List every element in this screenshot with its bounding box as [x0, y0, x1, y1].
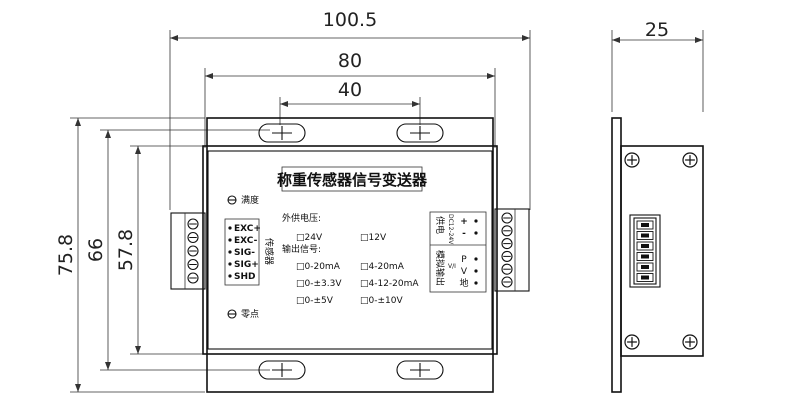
terminal-cell-opening — [641, 265, 649, 269]
sensor-pin-exc-plus: EXC+ — [234, 224, 261, 234]
terminal-cell-opening — [641, 233, 649, 238]
sensor-pin-sig-plus: SIG+ — [234, 260, 259, 270]
analog-pin-ground: 地 — [459, 277, 468, 289]
panel-inner-border — [207, 150, 493, 350]
dim-body-height: 57.8 — [115, 229, 137, 271]
sensor-pin-box — [224, 218, 260, 286]
power-pin-minus: - — [462, 229, 466, 239]
dimension-lines — [70, 30, 704, 393]
sensor-pin-sig-minus: SIG- — [234, 248, 255, 258]
sensor-pin-dots — [228, 226, 232, 278]
zero-adjuster — [227, 309, 237, 319]
terminal-cell-opening — [641, 223, 649, 227]
dim-overall-width: 100.5 — [323, 9, 377, 31]
right-terminal-block — [494, 208, 530, 292]
sensor-pin-shd: SHD — [234, 272, 256, 282]
analog-pin-p: P — [461, 255, 467, 265]
side-terminal-cells — [636, 220, 654, 282]
output-0-5v: □0-±5V — [296, 296, 334, 306]
span-adjuster — [227, 195, 237, 205]
terminal-cell-opening — [641, 244, 649, 248]
side-terminal-strip — [629, 214, 661, 288]
supply-label: 外供电压: — [282, 212, 321, 224]
terminal-cell-opening — [641, 254, 649, 259]
output-0-20ma: □0-20mA — [296, 262, 341, 272]
slot-hole-bottom-right — [396, 360, 444, 380]
span-label: 满度 — [241, 194, 259, 206]
output-4-20ma: □4-20mA — [360, 262, 405, 272]
zero-label: 零点 — [241, 309, 259, 320]
output-4-12-20ma: □4-12-20mA — [360, 279, 419, 289]
analog-sub-label: V/I — [448, 263, 456, 270]
power-pin-plus: + — [460, 217, 468, 227]
power-vertical-label: 供电 — [434, 216, 446, 234]
panel-title: 称重传感器信号变送器 — [277, 171, 428, 189]
output-0-3v3: □0-±3.3V — [296, 279, 342, 289]
transmitter-body — [202, 145, 498, 355]
sensor-vertical-label: 传感器 — [263, 238, 275, 265]
supply-24v: □24V — [296, 233, 323, 243]
side-screw-top-left — [624, 152, 640, 168]
dim-depth: 25 — [645, 19, 669, 41]
power-voltage-label: DC12-24V — [447, 214, 454, 245]
side-view-plate — [611, 117, 622, 393]
supply-12v: □12V — [360, 233, 387, 243]
right-terminal-screws — [501, 212, 513, 288]
right-connector-box — [429, 211, 487, 293]
right-connector-dots — [474, 219, 478, 285]
side-screw-bottom-right — [682, 334, 698, 350]
dim-hole-spacing: 40 — [338, 79, 362, 101]
side-screw-bottom-left — [624, 334, 640, 350]
sensor-pin-exc-minus: EXC- — [234, 236, 258, 246]
side-screw-top-right — [682, 152, 698, 168]
mounting-plate — [206, 117, 494, 393]
dim-body-width: 80 — [338, 50, 362, 72]
output-0-10v: □0-±10V — [360, 296, 403, 306]
slot-hole-top-left — [258, 123, 306, 143]
slot-hole-top-right — [396, 123, 444, 143]
analog-pin-v: V — [461, 267, 468, 277]
slot-hole-bottom-left — [258, 360, 306, 380]
title-box — [281, 166, 423, 192]
dimension-arrows — [75, 35, 703, 392]
side-view-body — [620, 145, 704, 357]
left-terminal-block — [170, 212, 206, 290]
output-label: 输出信号: — [282, 243, 321, 255]
dim-overall-height: 75.8 — [55, 234, 77, 276]
analog-vertical-label: 模拟输出 — [434, 250, 446, 286]
left-terminal-screws — [187, 218, 199, 284]
dim-mid-height: 66 — [85, 238, 107, 262]
terminal-cell-opening — [641, 275, 649, 280]
